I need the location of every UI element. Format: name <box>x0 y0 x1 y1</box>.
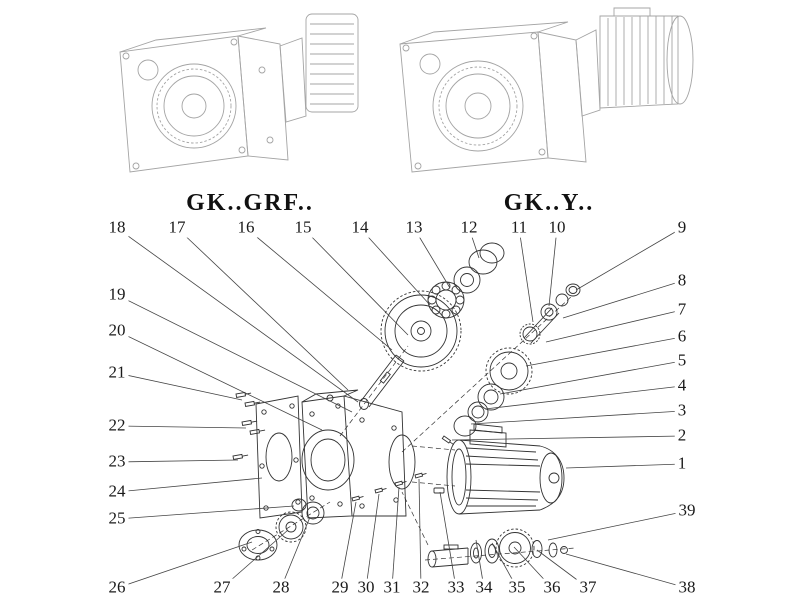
leader-line-2 <box>451 435 683 441</box>
leader-line-17 <box>176 227 349 391</box>
part-number-12: 12 <box>457 218 481 238</box>
part-number-16: 16 <box>234 218 258 238</box>
assembled-view-gk-y <box>399 7 694 173</box>
gear-housing <box>301 389 416 519</box>
leader-line-19 <box>116 294 353 413</box>
part-number-33: 33 <box>444 578 468 598</box>
part-number-23: 23 <box>105 452 129 472</box>
part-number-36: 36 <box>540 578 564 598</box>
part-number-28: 28 <box>269 578 293 598</box>
leader-line-25 <box>116 505 295 520</box>
assembled-view-gk-grf <box>119 13 359 173</box>
exploded-view <box>232 242 581 568</box>
leader-line-11 <box>518 227 534 323</box>
assembly-axis-lines <box>251 295 576 561</box>
part-number-1: 1 <box>674 454 690 474</box>
part-number-22: 22 <box>105 416 129 436</box>
leader-line-7 <box>545 309 683 343</box>
output-shaft-assembly <box>427 528 568 568</box>
leader-line-4 <box>484 385 683 410</box>
leader-line-28 <box>280 516 311 589</box>
leader-line-3 <box>470 410 683 425</box>
leader-line-22 <box>116 425 247 429</box>
leader-line-38 <box>565 553 688 589</box>
leader-line-21 <box>116 372 243 401</box>
leader-line-30 <box>365 493 380 589</box>
electric-motor <box>446 423 565 515</box>
leader-line-39 <box>547 510 688 541</box>
leader-line-29 <box>339 501 357 589</box>
part-number-31: 31 <box>380 578 404 598</box>
input-bearings <box>427 266 481 319</box>
model-caption-gk-grf: GK..GRF.. <box>186 190 314 216</box>
part-number-34: 34 <box>472 578 496 598</box>
part-number-11: 11 <box>507 218 531 238</box>
part-number-39: 39 <box>675 501 699 521</box>
part-number-15: 15 <box>291 218 315 238</box>
part-number-17: 17 <box>165 218 189 238</box>
part-number-8: 8 <box>674 271 690 291</box>
part-number-21: 21 <box>105 363 129 383</box>
motor-flange-fasteners <box>351 472 445 502</box>
part-number-4: 4 <box>674 376 690 396</box>
leader-line-31 <box>391 486 400 589</box>
part-number-27: 27 <box>210 578 234 598</box>
leader-line-32 <box>418 478 422 589</box>
leader-line-26 <box>116 541 253 589</box>
leader-line-10 <box>548 227 558 307</box>
model-caption-gk-y: GK..Y.. <box>503 190 595 216</box>
part-number-26: 26 <box>105 578 129 598</box>
input-pinion-shaft <box>519 283 581 345</box>
part-number-13: 13 <box>402 218 426 238</box>
leader-line-16 <box>245 227 393 351</box>
leader-line-27 <box>221 529 289 589</box>
part-number-5: 5 <box>674 351 690 371</box>
part-number-38: 38 <box>675 578 699 598</box>
part-number-3: 3 <box>674 401 690 421</box>
leader-line-24 <box>116 477 263 493</box>
part-number-14: 14 <box>348 218 372 238</box>
part-number-24: 24 <box>105 482 129 502</box>
leader-line-5 <box>499 360 683 395</box>
bearing-cover-assembly <box>238 498 325 561</box>
part-number-20: 20 <box>105 321 129 341</box>
part-number-7: 7 <box>674 300 690 320</box>
part-number-29: 29 <box>328 578 352 598</box>
leader-line-8 <box>562 280 683 319</box>
part-number-6: 6 <box>674 327 690 347</box>
leader-lines <box>116 227 688 589</box>
part-number-25: 25 <box>105 509 129 529</box>
part-number-35: 35 <box>505 578 529 598</box>
flange-screws <box>232 391 266 460</box>
part-number-9: 9 <box>674 218 690 238</box>
part-number-30: 30 <box>354 578 378 598</box>
leader-line-9 <box>575 227 683 291</box>
leader-line-6 <box>525 336 683 367</box>
output-gear-wheel <box>380 290 462 372</box>
leader-line-14 <box>359 227 431 306</box>
part-number-2: 2 <box>674 426 690 446</box>
leader-line-23 <box>116 459 239 463</box>
leader-line-15 <box>302 227 409 336</box>
leader-line-20 <box>116 330 323 431</box>
part-number-37: 37 <box>576 578 600 598</box>
part-number-32: 32 <box>409 578 433 598</box>
leader-line-13 <box>413 227 451 289</box>
input-shaft <box>359 354 405 410</box>
leader-line-33 <box>439 491 457 589</box>
leader-line-18 <box>116 227 359 403</box>
retaining-rings-upper <box>468 242 505 275</box>
part-number-19: 19 <box>105 285 129 305</box>
part-number-10: 10 <box>545 218 569 238</box>
intermediate-gear-set <box>441 347 533 446</box>
leader-line-1 <box>565 463 683 469</box>
part-number-18: 18 <box>105 218 129 238</box>
